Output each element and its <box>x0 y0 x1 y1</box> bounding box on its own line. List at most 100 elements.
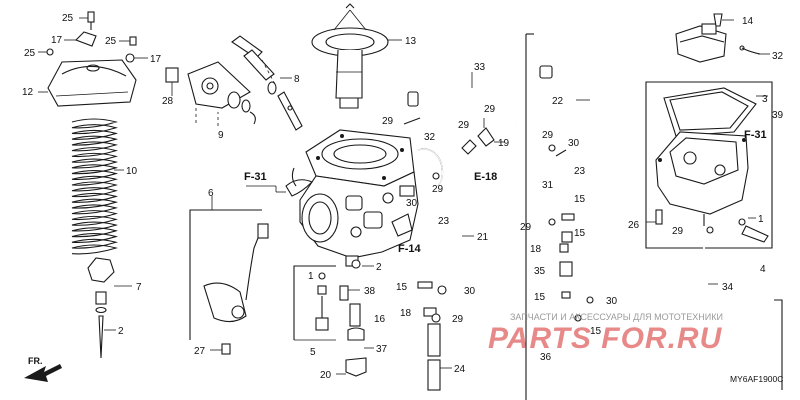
fitting-18-center <box>423 307 437 317</box>
top-right-parts <box>675 13 770 63</box>
callout-31: 31 <box>542 180 554 191</box>
callout-8: 8 <box>294 74 300 85</box>
screw-26 <box>655 209 663 225</box>
spring-10 <box>71 118 124 255</box>
callout-15-c: 15 <box>574 228 586 239</box>
callout-2-a: 2 <box>118 326 124 337</box>
fitting-15-center <box>417 281 433 289</box>
hose-24-lower <box>427 359 441 391</box>
callout-26: 26 <box>628 220 640 231</box>
accelerator-pump-group <box>165 61 256 126</box>
callout-34: 34 <box>722 282 734 293</box>
callout-12: 12 <box>22 87 34 98</box>
callout-30-c: 30 <box>568 138 580 149</box>
fitting-15-right-b <box>561 231 573 243</box>
clip-30-center <box>437 285 447 295</box>
top-cover-12 <box>47 59 137 107</box>
callout-labels: 25 17 25 25 17 12 10 7 2 28 9 8 13 33 29… <box>22 13 784 381</box>
hoses-upper-center <box>403 72 518 391</box>
screw-25-right <box>129 36 137 46</box>
callout-20: 20 <box>320 370 332 381</box>
fitting-35 <box>559 261 573 277</box>
pump-diaphragm <box>227 91 241 109</box>
jet-needle-holder-7 <box>87 257 115 283</box>
callout-32-right: 32 <box>772 51 784 62</box>
callout-25-c: 25 <box>105 36 117 47</box>
carburetor-body <box>246 129 419 267</box>
clip-29-lower <box>432 172 440 180</box>
callout-9: 9 <box>218 130 224 141</box>
drain-screw <box>741 225 769 243</box>
bracket-20 <box>345 357 367 377</box>
callout-22: 22 <box>552 96 564 107</box>
drain-screw-37 <box>347 327 365 341</box>
callout-2-b: 2 <box>376 262 382 273</box>
callout-39: 39 <box>772 110 784 121</box>
callout-4: 4 <box>760 264 766 275</box>
callout-3: 3 <box>762 94 768 105</box>
clip-29-bowl <box>706 226 714 234</box>
callout-36: 36 <box>540 352 552 363</box>
fitting-15-right-a <box>561 213 575 221</box>
float-bowl <box>655 131 749 215</box>
o-ring-1-bowl <box>738 218 746 226</box>
diagram-code: MY6AF1900C <box>730 374 783 384</box>
hose-24-upper <box>427 323 441 357</box>
callout-15-b: 15 <box>574 194 586 205</box>
watermark-brand: PARTS FOR.RU <box>488 322 723 355</box>
clip-17 <box>75 31 97 47</box>
callout-29-g: 29 <box>520 222 532 233</box>
callout-1-b: 1 <box>758 214 764 225</box>
callout-29-f: 29 <box>542 130 554 141</box>
callout-30-b: 30 <box>464 286 476 297</box>
jet-needle-2 <box>98 315 104 359</box>
callout-13: 13 <box>405 36 417 47</box>
pump-cover-9 <box>187 61 251 109</box>
callout-38: 38 <box>364 286 376 297</box>
ref-f31-left[interactable]: F-31 <box>244 171 267 183</box>
clip-30-right-low <box>586 296 594 304</box>
callout-33: 33 <box>474 62 486 73</box>
callout-1-a: 1 <box>308 271 314 282</box>
screw-27 <box>221 343 231 355</box>
cable-bracket <box>203 282 247 323</box>
callout-28: 28 <box>162 96 174 107</box>
intake-bore <box>301 193 339 243</box>
callout-30-a: 30 <box>406 198 418 209</box>
callout-25-a: 25 <box>62 13 74 24</box>
clip-29-center-low <box>431 313 441 323</box>
callout-18-b: 18 <box>530 244 542 255</box>
callout-21: 21 <box>477 232 489 243</box>
callout-23-a: 23 <box>438 216 450 227</box>
callout-5: 5 <box>310 347 316 358</box>
callout-35: 35 <box>534 266 546 277</box>
ref-f14[interactable]: F-14 <box>398 243 422 255</box>
needle-spring-seat <box>95 291 107 305</box>
callout-24: 24 <box>454 364 466 375</box>
callout-14: 14 <box>742 16 754 27</box>
callout-18-a: 18 <box>400 308 412 319</box>
section-references: F-31 E-18 F-14 F-31 FR. <box>28 129 767 366</box>
screw-28 <box>165 67 179 83</box>
ref-f31-right[interactable]: F-31 <box>744 129 767 141</box>
watermark-caption: ЗАПЧАСТИ И АКСЕССУАРЫ ДЛЯ МОТОТЕХНИКИ <box>510 312 723 322</box>
callout-30-d: 30 <box>606 296 618 307</box>
needle-group <box>87 257 132 359</box>
callout-7: 7 <box>136 282 142 293</box>
callout-29-d: 29 <box>432 184 444 195</box>
screw-14 <box>713 13 723 27</box>
pilot-screw-group-5 <box>210 259 374 377</box>
float-bowl-group-4 <box>645 81 783 390</box>
washer-17-right <box>125 53 135 63</box>
washer-2 <box>351 259 361 269</box>
ref-e18[interactable]: E-18 <box>474 171 497 183</box>
watermark: ЗАПЧАСТИ И АКСЕССУАРЫ ДЛЯ МОТОТЕХНИКИ PA… <box>488 312 723 355</box>
front-direction-label: FR. <box>28 356 43 366</box>
callout-29-e: 29 <box>452 314 464 325</box>
fitting-19 <box>477 127 495 147</box>
callout-17-b: 17 <box>150 54 162 65</box>
screw-25-top <box>87 11 95 23</box>
callout-10: 10 <box>126 166 138 177</box>
